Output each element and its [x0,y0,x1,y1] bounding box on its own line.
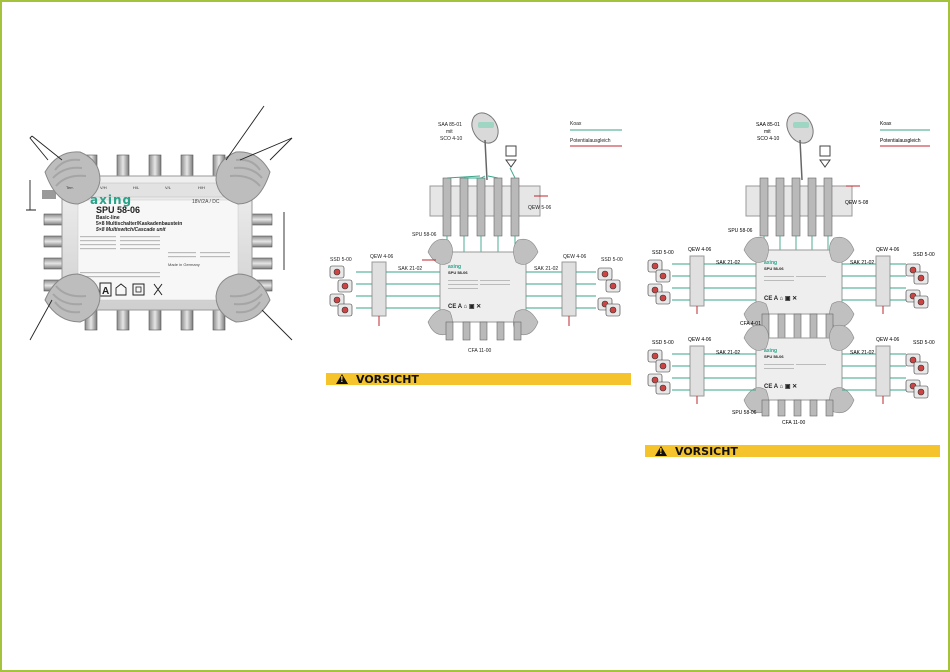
warning-banner-1: VORSICHT [326,372,631,386]
d2-lower-right-ssd: SSD 5-00 [913,340,935,346]
warning-banner-2: VORSICHT [645,444,940,458]
d2-upper-left-ssd: SSD 5-00 [652,250,674,256]
d2-upper-right-ssd: SSD 5-00 [913,252,935,258]
device-brand-logo: axing [90,193,133,207]
device-footer-note: Made in Germany [168,262,200,267]
satellite-dish-icon [471,112,499,181]
svg-text:SPU 58-06: SPU 58-06 [764,354,784,359]
d2-lnb-label: SCO 4-10 [757,136,780,142]
port-label-hh: H/H [198,185,205,190]
ground-symbol-icon-2 [819,145,831,168]
d2-lower-left-ssd: SSD 5-00 [652,340,674,346]
d2-lower-right-sak: SAK 21-02 [850,350,875,356]
d2-cfa-mid: CFA 4-01 [740,321,761,327]
d1-right-ssd: SSD 5-00 [601,257,623,263]
corner-handle-top-right [215,151,271,205]
d2-legend-potential: Potentialausgleich [880,138,921,144]
d1-legend-koax: Koax [570,121,582,127]
d1-dish-label: SAA 85-01 [438,122,462,128]
d2-spu-bottom: SPU 58-06 [732,410,757,416]
d2-legend-koax: Koax [880,121,892,127]
svg-text:axing: axing [764,260,777,266]
corner-handle-bottom-left [44,273,101,323]
bottom-ports [84,305,226,331]
svg-text:CE A ⌂ ▣ ✕: CE A ⌂ ▣ ✕ [764,383,797,390]
device-subtitle-2: 5×8 Multischalter/Kaskadenbaustein [96,221,183,227]
d1-left-ssd: SSD 5-00 [330,257,352,263]
port-label-hl: H/L [133,185,140,190]
d2-dish-label: SAA 85-01 [756,122,780,128]
d2-qew-top: QEW 5-08 [845,200,869,206]
d1-legend-potential: Potentialausgleich [570,138,611,144]
ground-symbol-icon [505,145,517,168]
svg-text:CE A ⌂ ▣ ✕: CE A ⌂ ▣ ✕ [764,295,797,302]
device-subtitle-3: 5×8 Multiswitch/Cascade unit [96,227,166,233]
svg-text:SPU 58-06: SPU 58-06 [448,270,468,275]
d1-right-qew: QEW 4-06 [563,254,587,260]
d2-upper-left-sak: SAK 21-02 [716,260,741,266]
device-model: SPU 58-06 [96,205,141,215]
d2-upper-right-qew: QEW 4-06 [876,247,900,253]
satellite-dish-icon-2 [786,112,814,181]
d2-lower-right-qew: QEW 4-06 [876,337,900,343]
d2-dish-with-label: mit [764,129,771,135]
d1-qew-top: QEW 5-06 [528,205,552,211]
d1-dish-with-label: mit [446,129,453,135]
svg-text:axing: axing [764,348,777,354]
warning-text-1: VORSICHT [356,372,419,386]
warning-triangle-icon [336,374,348,384]
device-subtitle-1: Basic-line [96,215,120,221]
outlet-icons-right-1 [597,267,621,317]
callout-arrows [26,105,293,341]
d2-spu-top: SPU 58-06 [728,228,753,234]
port-label-terr: Terr. [66,185,74,190]
d2-lower-left-sak: SAK 21-02 [716,350,741,356]
corner-handle-top-left [44,151,101,205]
d1-lnb-label: SCO 4-10 [440,136,463,142]
d1-spu-label: SPU 58-06 [412,232,437,238]
outlet-icons-left-1 [329,265,353,317]
d1-right-sak: SAK 21-02 [534,266,559,272]
d2-upper-left-qew: QEW 4-06 [688,247,712,253]
d2-lower-left-qew: QEW 4-06 [688,337,712,343]
warning-triangle-icon [655,446,667,456]
d1-cfa-label: CFA 11-00 [468,348,492,354]
port-label-vh: V/H [100,185,107,190]
svg-text:A: A [102,286,109,297]
d2-upper-right-sak: SAK 21-02 [850,260,875,266]
d1-left-qew: QEW 4-06 [370,254,394,260]
svg-text:axing: axing [448,264,461,270]
d2-cfa-bottom: CFA 11-00 [782,420,806,426]
warning-text-2: VORSICHT [675,444,738,458]
corner-handle-bottom-right [215,273,271,323]
port-label-vl: V/L [165,185,172,190]
d1-left-sak: SAK 21-02 [398,266,423,272]
svg-text:SPU 58-06: SPU 58-06 [764,266,784,271]
device-top-label: 18V/2A / DC [192,199,220,205]
svg-text:CE A ⌂ ▣ ✕: CE A ⌂ ▣ ✕ [448,303,481,310]
